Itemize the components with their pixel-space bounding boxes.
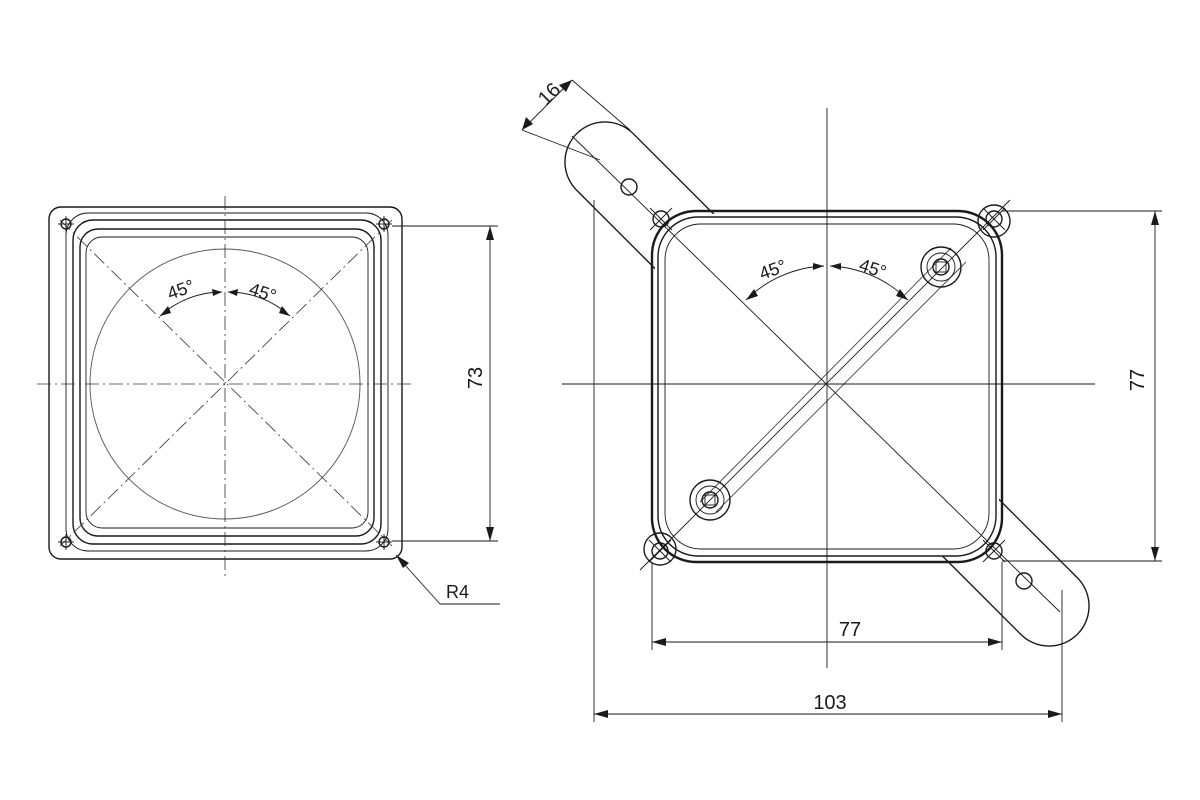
right-width-arrow-left — [652, 638, 666, 646]
right-angle-arrow-4 — [896, 289, 908, 300]
left-height-arrow-bottom — [486, 527, 494, 541]
right-height-arrow-top — [1151, 211, 1159, 225]
left-corner-hole-tl — [58, 216, 74, 232]
right-view: 45° 45° 16 77 77 103 — [521, 79, 1162, 722]
right-ear-bl — [643, 532, 677, 566]
right-corner-hole-br — [982, 539, 1006, 563]
right-corner-hole-tr — [982, 207, 1006, 231]
right-boss-tr — [920, 246, 962, 288]
left-frame-3 — [79, 228, 375, 537]
left-angle-label-right: 45° — [247, 279, 279, 306]
right-slot-arrow-1 — [522, 117, 533, 130]
right-diagonal-slot-1 — [699, 247, 952, 503]
right-angle-arrow-3 — [830, 263, 841, 270]
right-slot-ext-2 — [571, 79, 631, 131]
left-corner-hole-br — [376, 534, 392, 550]
right-corner-hole-tl — [649, 207, 673, 231]
left-frame-1 — [65, 212, 389, 552]
right-bracket-hole-tl — [620, 178, 638, 196]
right-diagonal-slot-2 — [715, 261, 967, 513]
left-view: 45° 45° 73 R4 — [37, 196, 500, 605]
right-width-arrow-right — [988, 638, 1002, 646]
left-diagonal-2 — [59, 219, 393, 547]
left-height-arrow-top — [486, 226, 494, 240]
left-height-label: 73 — [465, 367, 487, 389]
right-slot-label: 16 — [534, 79, 565, 110]
left-radius-arrow — [396, 555, 409, 568]
left-diagonal-1 — [59, 219, 393, 547]
left-frame-4 — [85, 236, 369, 529]
right-width-label: 77 — [839, 619, 861, 641]
right-corner-hole-bl — [648, 539, 672, 563]
right-overall-arrow-right — [1048, 710, 1062, 718]
left-radius-label: R4 — [446, 582, 469, 602]
right-diagonal-2 — [639, 199, 1011, 571]
right-bracket-hole-br — [1015, 572, 1033, 590]
right-boss-bl — [689, 479, 731, 521]
left-angle-arrow-4 — [279, 306, 290, 316]
right-slot-arrow-2 — [559, 80, 572, 92]
left-frame-2 — [72, 219, 382, 545]
right-slot-ext-1 — [521, 129, 601, 161]
left-angle-arrow-3 — [228, 289, 238, 296]
right-height-label: 77 — [1127, 369, 1149, 391]
right-ear-tr — [977, 204, 1011, 238]
left-corner-hole-bl — [58, 534, 74, 550]
left-angle-arrow-2 — [212, 289, 222, 296]
right-overall-arrow-left — [594, 710, 608, 718]
right-overall-label: 103 — [813, 692, 846, 714]
right-height-arrow-bottom — [1151, 547, 1159, 561]
right-angle-arrow-2 — [813, 263, 824, 270]
left-corner-hole-tr — [376, 216, 392, 232]
left-angle-label-left: 45° — [165, 276, 197, 304]
left-angle-arrow-1 — [160, 306, 171, 316]
right-angle-arrow-1 — [746, 289, 758, 300]
left-outer-plate — [48, 206, 403, 560]
